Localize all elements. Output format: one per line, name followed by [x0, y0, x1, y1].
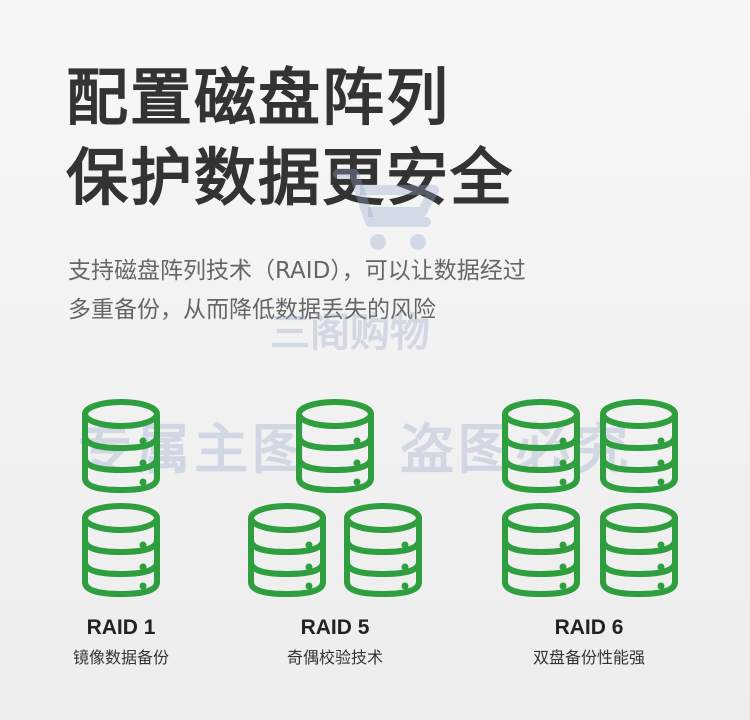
raid-5-label: RAID 5 奇偶校验技术	[225, 616, 445, 668]
headline: 配置磁盘阵列 保护数据更安全	[66, 58, 514, 218]
headline-line-1: 配置磁盘阵列	[66, 61, 451, 134]
database-icon	[498, 502, 584, 598]
description-line-1: 支持磁盘阵列技术（RAID），可以让数据经过	[68, 258, 526, 284]
database-icon	[78, 502, 164, 598]
raid-subtitle: 镜像数据备份	[72, 648, 169, 667]
raid-title: RAID 6	[554, 616, 624, 639]
raid-title: RAID 1	[86, 616, 156, 639]
database-icon	[596, 398, 682, 494]
database-icon	[596, 502, 682, 598]
database-icon	[78, 398, 164, 494]
database-icon	[292, 398, 378, 494]
raid-6-label: RAID 6 双盘备份性能强	[479, 616, 699, 668]
description-line-2: 多重备份，从而降低数据丢失的风险	[68, 297, 436, 323]
raid-1-label: RAID 1 镜像数据备份	[11, 616, 231, 668]
description: 支持磁盘阵列技术（RAID），可以让数据经过 多重备份，从而降低数据丢失的风险	[68, 252, 708, 330]
raid-subtitle: 双盘备份性能强	[532, 648, 645, 667]
raid-title: RAID 5	[300, 616, 370, 639]
raid-subtitle: 奇偶校验技术	[286, 648, 383, 667]
database-icon	[498, 398, 584, 494]
headline-line-2: 保护数据更安全	[66, 141, 515, 214]
database-icon	[340, 502, 426, 598]
database-icon	[244, 502, 330, 598]
